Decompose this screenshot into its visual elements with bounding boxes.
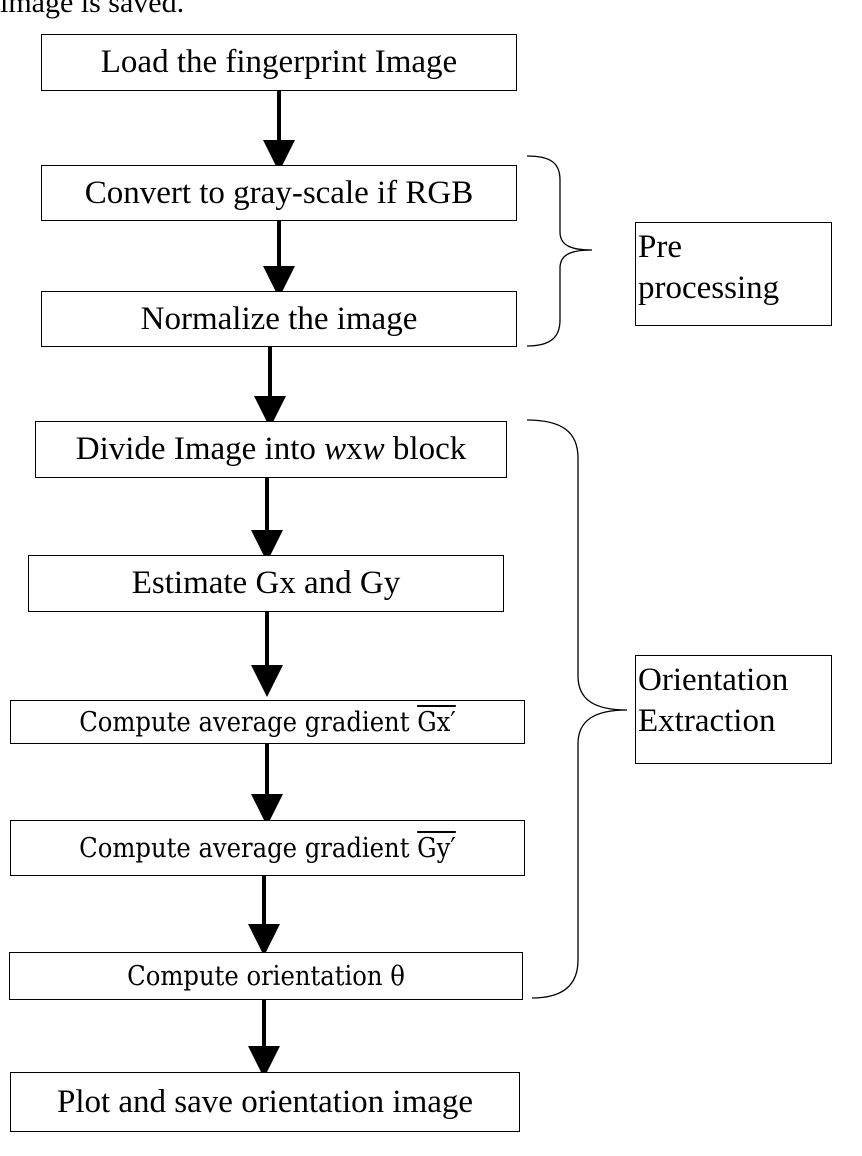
step-estimate-gradients: Estimate Gx and Gy <box>28 555 504 612</box>
step-label: Load the fingerprint Image <box>100 44 458 80</box>
group-label-line2: Extraction <box>638 703 776 740</box>
group-orientation-extraction: Orientation Extraction <box>635 655 832 764</box>
group-label-line2: processing <box>638 270 780 307</box>
step-average-gy: Compute average gradient Gy′ <box>10 820 525 876</box>
step-compute-orientation: Compute orientation θ <box>9 952 523 1000</box>
step-divide-blocks: Divide Image into wxw block <box>35 421 507 478</box>
step-label: Compute average gradient Gy′ <box>79 832 456 864</box>
step-label: Normalize the image <box>140 300 418 337</box>
brace-preprocessing <box>526 155 593 347</box>
step-average-gx: Compute average gradient Gx′ <box>10 700 525 744</box>
step-label: Compute orientation θ <box>127 960 405 992</box>
step-convert-grayscale: Convert to gray-scale if RGB <box>41 165 517 221</box>
step-label: Compute average gradient Gx′ <box>79 706 456 738</box>
step-plot-save: Plot and save orientation image <box>10 1072 520 1132</box>
step-load-fingerprint: Load the fingerprint Image <box>41 34 517 91</box>
brace-orientation-extraction <box>526 419 628 999</box>
group-label-line1: Orientation <box>638 662 789 698</box>
step-normalize: Normalize the image <box>41 291 517 347</box>
group-preprocessing: Pre processing <box>635 222 832 326</box>
intro-text: image is saved. <box>0 0 185 19</box>
group-label-line1: Pre <box>638 229 682 265</box>
step-label: Divide Image into wxw block <box>75 431 467 467</box>
step-label: Convert to gray-scale if RGB <box>84 174 474 211</box>
step-label: Estimate Gx and Gy <box>131 565 401 601</box>
step-label: Plot and save orientation image <box>56 1083 474 1120</box>
